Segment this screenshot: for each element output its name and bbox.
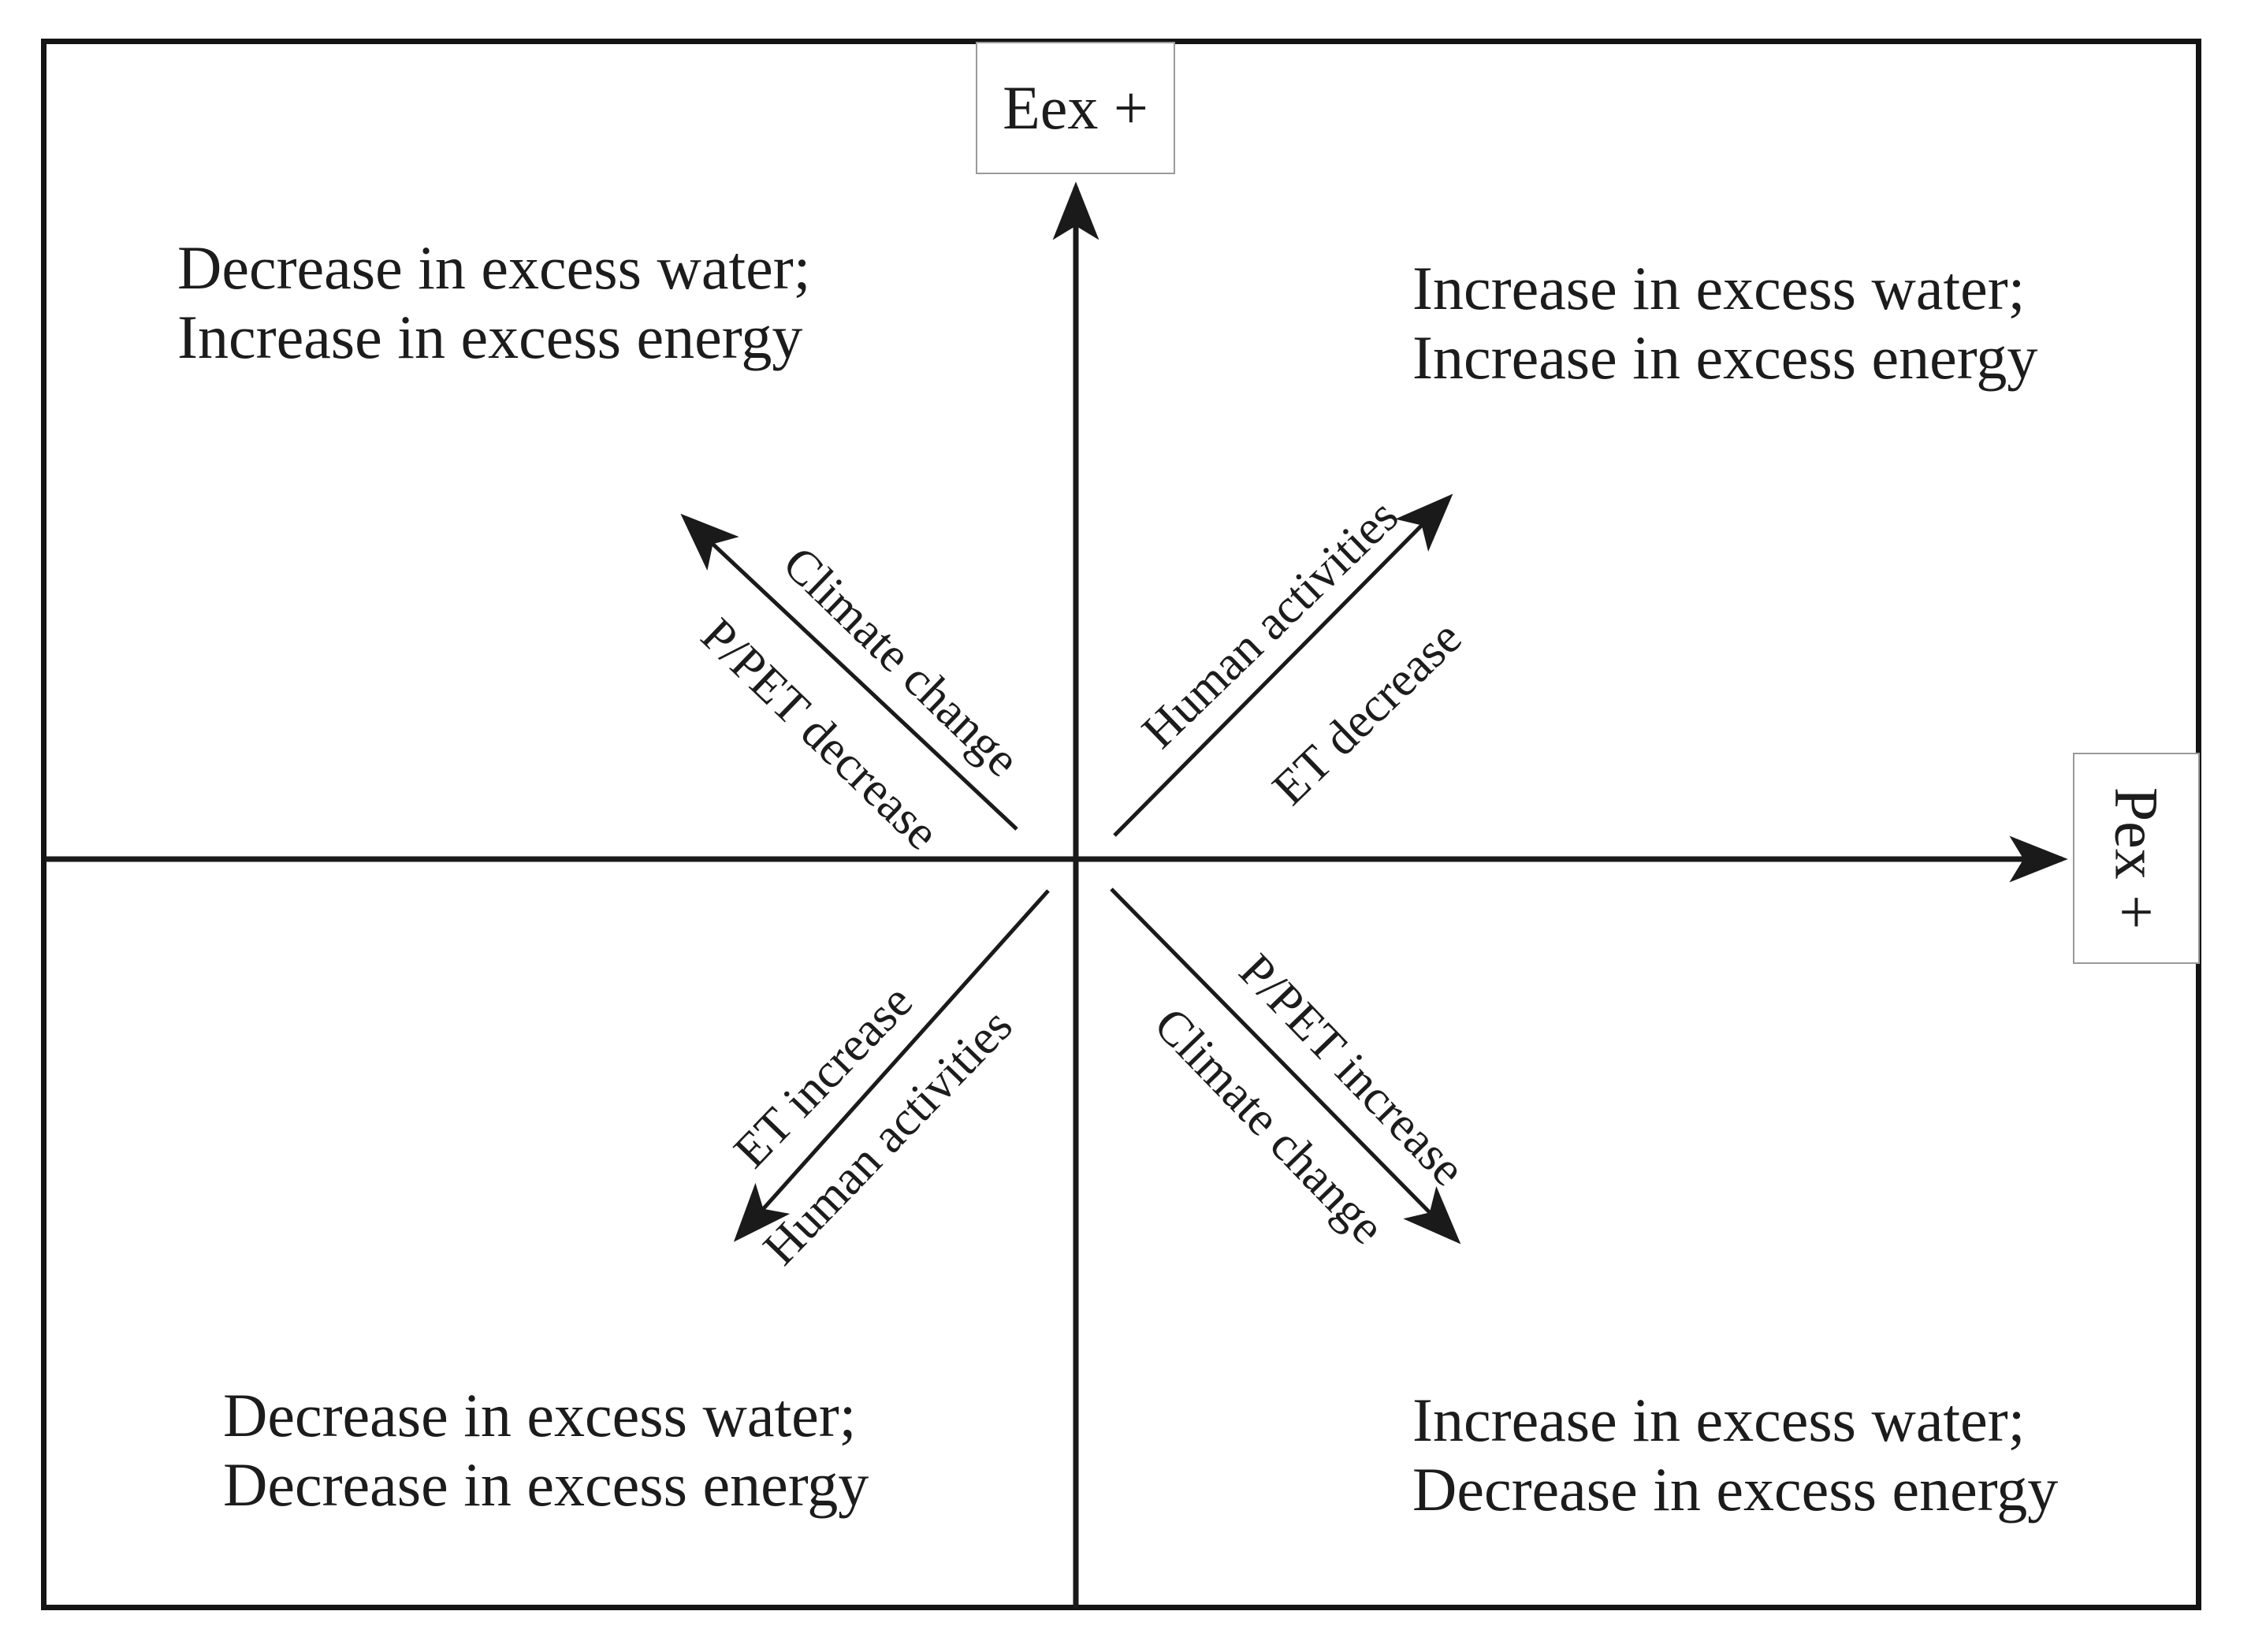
- quadrant-text-line: Increase in excess energy: [1412, 323, 2038, 392]
- quadrant-text-top-right: Increase in excess water; Increase in ex…: [1412, 254, 2037, 393]
- arrow-upper-left: [680, 513, 1018, 831]
- arrow-lower-right: [1110, 887, 1461, 1245]
- eex-axis-label-box: Eex +: [976, 42, 1175, 174]
- pex-axis-label: Pex +: [2102, 787, 2171, 930]
- quadrant-text-line: Increase in excess water;: [1412, 254, 2026, 322]
- quadrant-text-line: Increase in excess energy: [177, 303, 803, 371]
- arrow-upper-right: [1113, 493, 1453, 837]
- quadrant-text-bottom-right: Increase in excess water; Decrease in ex…: [1412, 1386, 2058, 1524]
- quadrant-text-line: Decrease in excess energy: [223, 1450, 869, 1519]
- quadrant-text-top-left: Decrease in excess water; Increase in ex…: [177, 233, 810, 372]
- eex-axis-label: Eex +: [1003, 73, 1148, 142]
- quadrant-text-bottom-left: Decrease in excess water; Decrease in ex…: [223, 1381, 869, 1520]
- quadrant-text-line: Decrease in excess water;: [177, 233, 811, 302]
- quadrant-text-line: Increase in excess water;: [1412, 1386, 2026, 1454]
- arrow-lower-left: [733, 889, 1050, 1242]
- quadrant-text-line: Decrease in excess energy: [1412, 1455, 2059, 1524]
- pex-axis-label-box: Pex +: [2073, 753, 2200, 964]
- quadrant-text-line: Decrease in excess water;: [223, 1381, 857, 1449]
